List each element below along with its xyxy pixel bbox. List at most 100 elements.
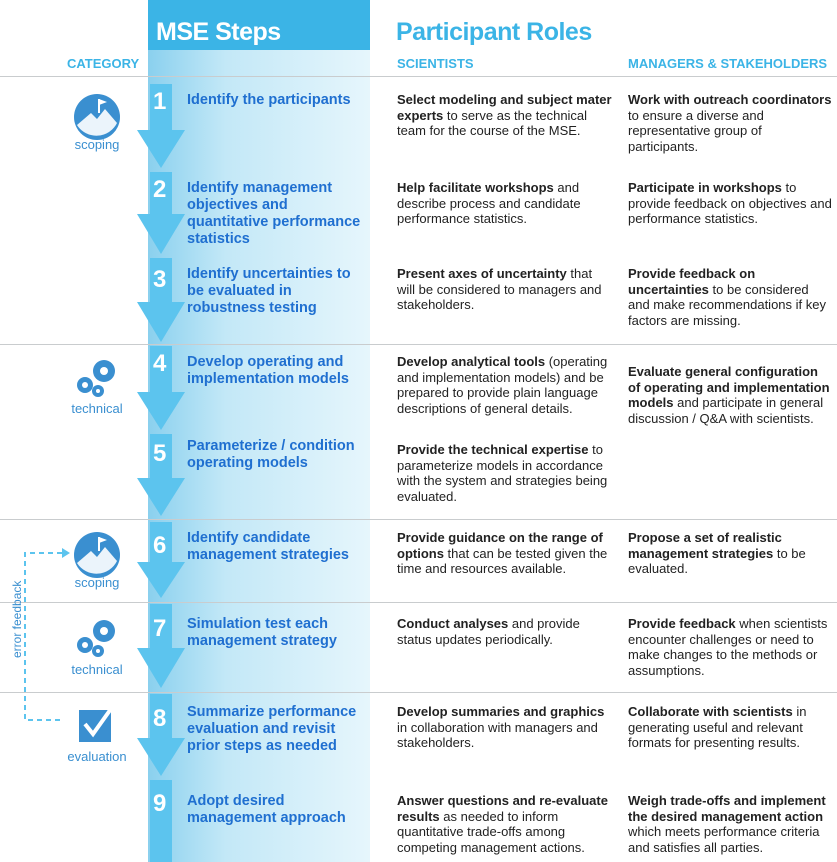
scientists-role-8: Develop summaries and graphics in collab… [397, 704, 612, 751]
role-bold: Evaluate general configuration of operat… [628, 364, 830, 410]
scientists-role-2: Help facilitate workshops and describe p… [397, 180, 612, 227]
role-text: to be evaluated. [628, 545, 806, 577]
mse-steps-title: MSE Steps [156, 18, 281, 46]
role-text: and participate in general discussion / … [628, 395, 824, 426]
step-number: 8 [153, 705, 167, 732]
scientists-role-6: Provide guidance on the range of options… [397, 530, 612, 577]
step-title: Identify management objectives and quant… [187, 180, 361, 247]
category-scoping-label: scoping [74, 575, 120, 590]
step-arrow-1 [137, 84, 185, 168]
managers-role-6: Propose a set of realistic management st… [628, 530, 833, 577]
category-evaluation-label: evaluation [67, 749, 127, 764]
role-bold: Present axes of uncertainty [397, 266, 567, 281]
managers-role-4: Evaluate general configuration of operat… [628, 364, 833, 426]
row-divider [0, 692, 837, 693]
managers-role-2: Participate in workshops to provide feed… [628, 180, 833, 227]
category-technical-label: technical [71, 401, 123, 416]
step-arrow-4 [137, 346, 185, 430]
row-divider [0, 76, 837, 77]
role-text: to provide feedback on objectives and pe… [628, 180, 832, 226]
role-text: (operating and implementation models) an… [397, 354, 608, 416]
feedback-arrowhead [62, 548, 70, 558]
category-technical-label: technical [71, 662, 123, 677]
step-arrow-8 [137, 694, 185, 776]
step-arrow-9 [150, 780, 172, 862]
scoping-icon [74, 532, 120, 578]
step-title: Simulation test each management strategy [187, 616, 337, 649]
scientists-role-3: Present axes of uncertainty that will be… [397, 266, 612, 313]
step-arrow-6 [137, 522, 185, 598]
step-number: 7 [153, 615, 167, 642]
step-number: 5 [153, 440, 167, 467]
step-number: 6 [153, 532, 167, 559]
error-feedback-label: error feedback [10, 580, 24, 658]
role-text: which meets performance criteria and sat… [628, 824, 820, 855]
role-bold: Participate in workshops [628, 180, 782, 195]
steps-column-background [148, 0, 370, 862]
role-pre: Provide feedback on [628, 266, 756, 281]
scientists-role-5: Provide the technical expertise to param… [397, 442, 612, 504]
managers-role-3: Provide feedback on uncertainties to be … [628, 266, 833, 328]
role-bold: Provide the technical expertise [397, 442, 589, 457]
step-title: Identify the participants [187, 92, 351, 108]
step-number: 9 [153, 790, 167, 817]
role-bold: Develop summaries and graphics [397, 704, 605, 719]
step-arrow-7 [137, 604, 185, 688]
role-bold: Develop analytical tools [397, 354, 546, 369]
role-text: to serve as the technical team for the c… [397, 107, 588, 139]
step-arrow-5 [137, 434, 185, 516]
category-scoping-label: scoping [74, 137, 120, 152]
step-title: Identify uncertainties to be evaluated i… [187, 266, 351, 316]
managers-role-8: Collaborate with scientists in generatin… [628, 704, 833, 751]
step-number: 4 [153, 350, 167, 377]
role-bold: Answer questions and re-evaluate results [397, 793, 608, 824]
scientists-column-label: SCIENTISTS [397, 56, 474, 71]
role-text: that can be tested given the time and re… [397, 545, 608, 577]
step-number: 1 [153, 88, 167, 115]
role-bold: Provide guidance on the range of options [397, 530, 603, 561]
category-column-label: CATEGORY [67, 56, 140, 71]
role-bold: uncertainties [628, 281, 709, 297]
gear-icon [77, 620, 115, 657]
managers-role-9: Weigh trade-offs and implement the desir… [628, 793, 833, 855]
managers-role-1: Work with outreach coordinators to ensur… [628, 92, 833, 154]
scientists-role-7: Conduct analyses and provide status upda… [397, 616, 612, 647]
role-text: to ensure a diverse and representative g… [628, 107, 764, 154]
row-divider [0, 602, 837, 603]
role-bold: Weigh trade-offs and implement the desir… [628, 793, 826, 824]
role-text: when scientists encounter challenges or … [628, 616, 828, 678]
scientists-role-9: Answer questions and re-evaluate results… [397, 793, 612, 855]
row-divider [0, 519, 837, 520]
error-feedback-bracket [24, 552, 62, 721]
step-title: Develop operating and implementation mod… [187, 354, 349, 387]
step-title: Adopt desired management approach [187, 793, 346, 826]
managers-column-label: MANAGERS & STAKEHOLDERS [628, 56, 828, 71]
role-bold: Select modeling and subject mater expert… [397, 92, 612, 123]
role-text: to parameterize models in accordance wit… [397, 442, 608, 504]
row-divider [0, 344, 837, 345]
step-arrow-3 [137, 258, 185, 342]
scientists-role-1: Select modeling and subject mater expert… [397, 92, 612, 139]
role-text: in collaboration with managers and stake… [397, 719, 598, 751]
step-arrow-2 [137, 172, 185, 254]
role-bold: Collaborate with scientists [628, 704, 793, 719]
step-number: 2 [153, 176, 167, 203]
participant-roles-title: Participant Roles [396, 18, 592, 46]
role-text: that will be considered to managers and … [397, 266, 602, 312]
step-title: Identify candidate management strategies [187, 530, 349, 563]
step-title: Summarize performance evaluation and rev… [187, 704, 357, 754]
scientists-role-4: Develop analytical tools (operating and … [397, 354, 612, 416]
role-text: and provide status updates periodically. [397, 616, 580, 647]
role-bold: Conduct analyses [397, 616, 509, 631]
steps-column-header [148, 0, 370, 50]
role-bold: Propose a set of realistic management st… [628, 530, 782, 561]
managers-role-7: Provide feedback when scientists encount… [628, 616, 833, 678]
role-bold: Provide feedback [628, 616, 736, 631]
gear-icon [77, 360, 115, 397]
role-text: and describe process and candidate perfo… [397, 180, 581, 226]
scoping-icon [74, 94, 120, 140]
step-number: 3 [153, 266, 167, 293]
role-text: as needed to inform quantitative trade-o… [397, 808, 585, 855]
role-bold: Help facilitate workshops [397, 180, 554, 195]
